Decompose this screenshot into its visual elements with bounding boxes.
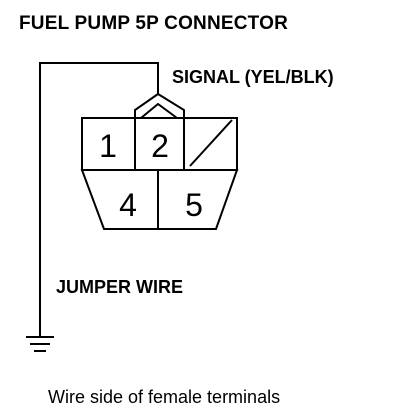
diagram-caption: Wire side of female terminals bbox=[48, 387, 281, 407]
jumper-wire-label: JUMPER WIRE bbox=[56, 277, 184, 297]
pin-1-number: 1 bbox=[99, 128, 117, 164]
ground-symbol-icon bbox=[26, 336, 54, 352]
pin-4-number: 4 bbox=[119, 187, 137, 223]
diagram-title: FUEL PUMP 5P CONNECTOR bbox=[19, 13, 289, 34]
signal-wire-label: SIGNAL (YEL/BLK) bbox=[172, 67, 334, 87]
pin-5-number: 5 bbox=[185, 187, 203, 223]
connector-lock-tab bbox=[134, 92, 185, 118]
jumper-wire bbox=[39, 62, 159, 336]
empty-cavity-slash bbox=[189, 119, 233, 167]
connector-bottom-row bbox=[80, 169, 239, 230]
pin-2-number: 2 bbox=[151, 128, 169, 164]
